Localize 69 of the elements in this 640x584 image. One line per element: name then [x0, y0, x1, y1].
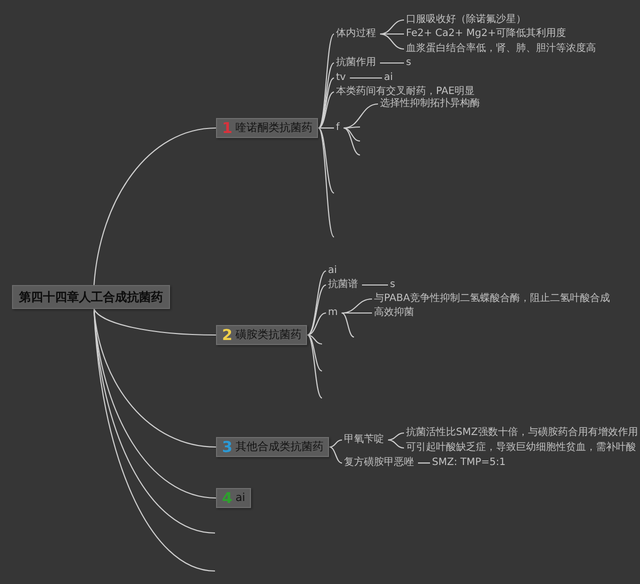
subtopic-label: m: [326, 307, 340, 319]
branch-line: [329, 446, 342, 464]
subtopic-label: 抗菌作用: [334, 57, 378, 69]
subtopic-label: 口服吸收好（除诺氟沙星）: [404, 14, 528, 26]
topic-number: 4: [222, 489, 232, 507]
branch-line: [318, 91, 334, 129]
branch-line: [307, 284, 326, 336]
main-topic-box: [216, 437, 330, 457]
subtopic-label: 抗菌谱: [326, 279, 360, 291]
main-topic-box: [216, 325, 308, 345]
branch-line: [318, 128, 334, 238]
subtopic-label: 选择性抑制拓扑异构酶: [378, 98, 482, 110]
branch-line: [418, 462, 430, 464]
branch-line: [380, 19, 404, 35]
branch-line: [93, 308, 216, 448]
branch-line: [380, 33, 404, 50]
branch-line: [307, 270, 326, 336]
branch-line: [318, 34, 334, 128]
branch-line: [388, 432, 404, 441]
branch-line: [343, 127, 360, 142]
topic-label: ai: [235, 490, 246, 506]
topic-number: 2: [222, 326, 232, 344]
branch-line: [343, 127, 360, 156]
subtopic-label: 高效抑菌: [372, 307, 416, 319]
branch-line: [350, 77, 382, 79]
branch-line: [362, 284, 388, 286]
subtopic-label: 抗菌活性比SMZ强数十倍，与磺胺药合用有增效作用: [404, 427, 640, 439]
branch-line: [342, 312, 372, 314]
subtopic-label: 复方磺胺甲恶唑: [342, 457, 416, 469]
subtopic-label: 体内过程: [334, 28, 378, 40]
main-topic-box: [216, 488, 252, 508]
subtopic-label: 可引起叶酸缺乏症，导致巨幼细胞性贫血，需补叶酸: [404, 442, 638, 454]
topic-number: 1: [222, 119, 232, 137]
branch-line: [307, 334, 322, 398]
topic-label: 其他合成类抗菌药: [235, 439, 324, 455]
subtopic-label: Fe2+ Ca2+ Mg2+可降低其利用度: [404, 28, 568, 40]
branch-line: [318, 62, 334, 128]
subtopic-label: f: [334, 122, 342, 134]
branch-line: [318, 78, 334, 128]
subtopic-label: s: [388, 279, 398, 291]
branch-line: [307, 312, 326, 336]
branch-line: [94, 308, 216, 336]
branch-line: [307, 334, 322, 372]
subtopic-label: ai: [382, 72, 395, 84]
branch-line: [342, 298, 372, 314]
subtopic-label: 本类药间有交叉耐药，PAE明显: [334, 86, 477, 98]
subtopic-label: ai: [326, 265, 339, 277]
topic-label: 磺胺类抗菌药: [235, 327, 302, 343]
branch-line: [380, 33, 404, 35]
subtopic-label: tv: [334, 72, 348, 84]
branch-line: [388, 439, 404, 449]
branch-line: [329, 439, 342, 448]
main-topic-box: [216, 118, 318, 138]
branch-line: [307, 334, 322, 345]
subtopic-label: SMZ: TMP=5:1: [430, 457, 508, 469]
branch-line: [93, 127, 216, 286]
central-topic: 第四十四章人工合成抗菌药: [12, 285, 170, 309]
subtopic-label: s: [404, 57, 414, 69]
branch-line: [380, 62, 404, 64]
subtopic-label: 血浆蛋白结合率低，肾、肺、胆汁等浓度高: [404, 43, 598, 55]
branch-line: [318, 128, 334, 194]
branch-line: [318, 127, 334, 129]
subtopic-label: 与PABA竞争性抑制二氢蝶酸合酶，阻止二氢叶酸合成: [372, 293, 612, 305]
topic-label: 喹诺酮类抗菌药: [235, 120, 312, 136]
branch-line: [342, 312, 354, 338]
topic-number: 3: [222, 438, 232, 456]
branch-line: [343, 103, 378, 129]
branch-line: [344, 126, 360, 129]
subtopic-label: 甲氧苄啶: [342, 434, 386, 446]
